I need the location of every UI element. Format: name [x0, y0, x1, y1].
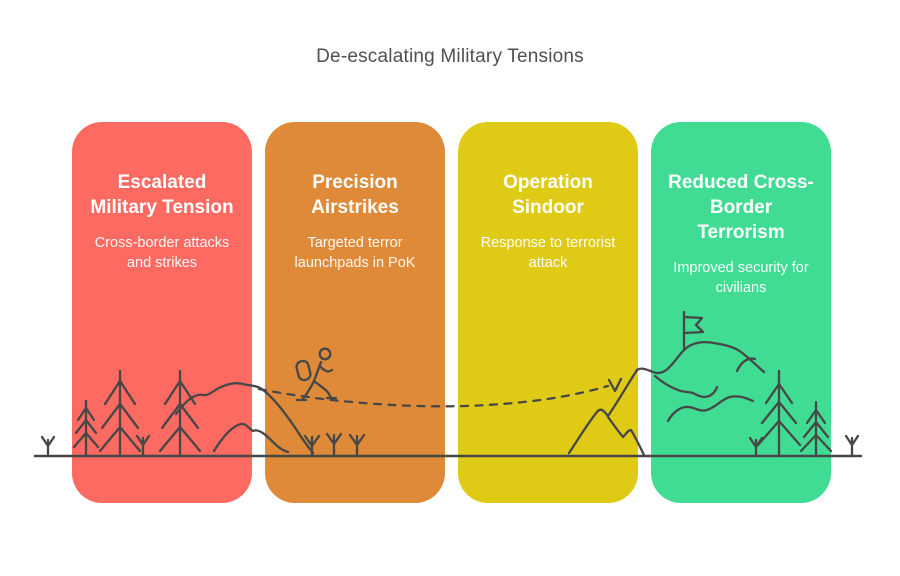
sapling-icon: [844, 434, 860, 458]
stage-card-precision-airstrikes: Precision Airstrikes Targeted terror lau…: [265, 122, 445, 503]
card-title: Precision Airstrikes: [311, 172, 399, 218]
card-title: Escalated Military Tension: [90, 172, 234, 218]
page-title: De-escalating Military Tensions: [316, 46, 584, 67]
card-subtitle: Cross-border attacks and strikes: [94, 235, 230, 271]
card-title: Operation Sindoor: [503, 172, 593, 218]
card-subtitle: Response to terrorist attack: [480, 235, 616, 271]
sapling-icon: [40, 435, 56, 458]
stage-card-reduced-terrorism: Reduced Cross-Border Terrorism Improved …: [651, 122, 831, 503]
card-title: Reduced Cross-Border Terrorism: [668, 172, 814, 243]
stage-card-escalated-military-tension: Escalated Military Tension Cross-border …: [72, 122, 252, 503]
stage-card-operation-sindoor: Operation Sindoor Response to terrorist …: [458, 122, 638, 503]
card-subtitle: Targeted terror launchpads in PoK: [294, 235, 416, 271]
card-subtitle: Improved security for civilians: [673, 260, 809, 296]
